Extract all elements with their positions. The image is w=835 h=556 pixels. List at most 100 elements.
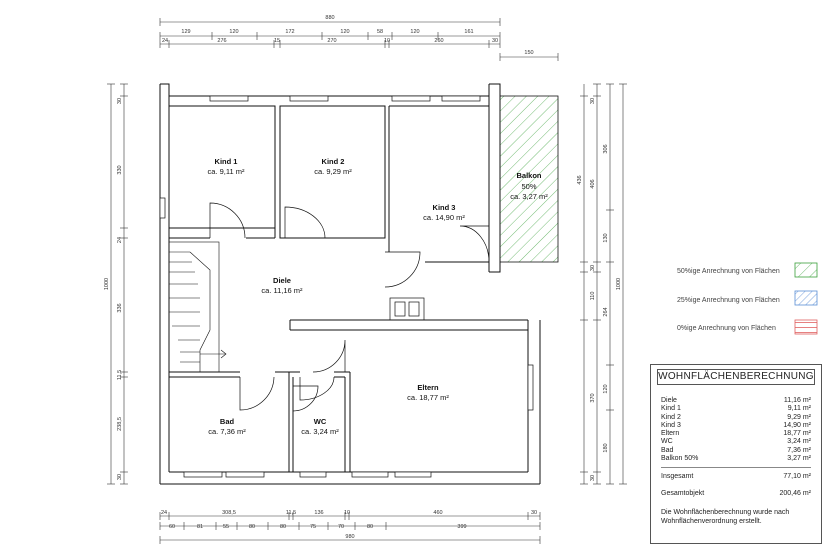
dim-bottom: 81 — [197, 524, 203, 530]
dim-right-total: 1000 — [616, 278, 622, 290]
dim-top: 15 — [274, 38, 280, 44]
total-label: Insgesamt — [661, 473, 694, 481]
legend-swatch-25 — [794, 290, 818, 306]
dim-left: 330 — [117, 165, 123, 174]
dim-right: 370 — [590, 393, 596, 402]
balkon-ratio: 50% — [521, 182, 536, 191]
dim-right: 130 — [603, 233, 609, 242]
dim-top: 24 — [162, 38, 168, 44]
room-label-kind-1: Kind 1 — [215, 157, 238, 166]
dim-bottom-total: 980 — [345, 534, 354, 540]
dim-top: 120 — [410, 29, 419, 35]
dim-bottom: 308,5 — [222, 510, 236, 516]
dim-right: 30 — [590, 475, 596, 481]
dim-bottom: 24 — [161, 510, 167, 516]
total-value: 77,10 m² — [783, 473, 811, 481]
dim-top: 161 — [464, 29, 473, 35]
balcony-area — [499, 95, 559, 263]
room-area-balkon: ca. 3,27 m² — [510, 192, 548, 201]
dim-right: 180 — [603, 443, 609, 452]
table-row: Balkon 50%3,27 m² — [661, 455, 811, 463]
table-row: WC 3,24 m² — [661, 438, 811, 446]
windows — [159, 95, 534, 478]
dim-top: 120 — [340, 29, 349, 35]
dim-bottom: 70 — [338, 524, 344, 530]
bottom-dimensions — [159, 512, 541, 544]
row-value: 3,24 m² — [787, 438, 811, 446]
row-label: Bad — [661, 446, 674, 454]
room-label-balkon: Balkon — [516, 171, 541, 180]
room-area-eltern: ca. 18,77 m² — [407, 393, 449, 402]
object-value: 200,46 m² — [779, 490, 811, 498]
dim-right: 306 — [603, 144, 609, 153]
row-label: Eltern — [661, 430, 680, 438]
legend-swatch-0 — [794, 319, 818, 335]
legend-label-25: 25%ige Anrechnung von Flächen — [677, 297, 780, 304]
staircase — [168, 241, 227, 373]
dim-left-total: 1000 — [104, 278, 110, 290]
dim-bottom: 80 — [367, 524, 373, 530]
dim-top: 172 — [285, 29, 294, 35]
dim-top: 10 — [384, 38, 390, 44]
table-divider — [661, 467, 811, 469]
dim-left: 11,5 — [117, 370, 123, 380]
object-label: Gesamtobjekt — [661, 490, 705, 498]
dim-right: 264 — [603, 307, 609, 316]
row-label: Diele — [661, 397, 677, 404]
room-label-diele: Diele — [273, 276, 291, 285]
legend-label-0: 0%ige Anrechnung von Flächen — [677, 325, 776, 332]
dim-top: 270 — [327, 38, 336, 44]
dim-right: 406 — [590, 179, 596, 188]
room-label-wc: WC — [314, 417, 327, 426]
dim-bottom: 75 — [310, 524, 316, 530]
row-label: WC — [661, 438, 673, 446]
table-note: Die Wohnflächenberechnung wurde nach Woh… — [661, 509, 790, 526]
dim-bottom: 136 — [314, 510, 323, 516]
dim-top: 30 — [492, 38, 498, 44]
row-label: Kind 3 — [661, 421, 681, 429]
dim-bottom: 10 — [344, 510, 350, 516]
dim-top: 58 — [377, 29, 383, 35]
table-title: WOHNFLÄCHENBERECHNUNG — [657, 369, 815, 385]
dim-bottom: 60 — [169, 524, 175, 530]
dim-left: 24 — [117, 237, 123, 243]
dim-left: 336 — [117, 303, 123, 312]
right-dimensions — [580, 83, 627, 485]
dim-top: 120 — [229, 29, 238, 35]
left-dimensions — [107, 83, 128, 485]
legend-swatch-50 — [794, 262, 818, 278]
dim-right: 436 — [577, 175, 583, 184]
top-dimensions — [159, 18, 559, 61]
room-area-kind-2: ca. 9,29 m² — [314, 167, 352, 176]
table-row: Bad 7,36 m² — [661, 447, 811, 455]
room-area-bad: ca. 7,36 m² — [208, 427, 246, 436]
row-value: 7,36 m² — [787, 446, 811, 454]
dim-balcony-depth: 150 — [524, 50, 533, 56]
room-label-kind-3: Kind 3 — [433, 203, 456, 212]
row-value: 18,77 m² — [783, 430, 811, 438]
row-value: 9,11 m² — [787, 405, 811, 413]
room-area-wc: ca. 3,24 m² — [301, 427, 339, 436]
room-label-kind-2: Kind 2 — [322, 157, 345, 166]
room-label-eltern: Eltern — [417, 383, 439, 392]
chimney — [389, 297, 425, 321]
object-total-row: Gesamtobjekt 200,46 m² — [661, 489, 811, 498]
room-area-diele: ca. 11,16 m² — [261, 286, 303, 295]
row-label: Balkon 50% — [661, 455, 699, 463]
room-area-kind-1: ca. 9,11 m² — [208, 167, 245, 176]
row-label: Kind 1 — [661, 405, 681, 413]
dim-left: 30 — [117, 98, 123, 104]
legend: 50%ige Anrechnung von Flächen 25%ige Anr… — [677, 262, 818, 335]
row-label: Kind 2 — [661, 413, 681, 421]
legend-label-50: 50%ige Anrechnung von Flächen — [677, 268, 780, 275]
dim-top-total: 880 — [325, 15, 334, 21]
dim-top: 129 — [181, 29, 190, 35]
dim-bottom: 55 — [223, 524, 229, 530]
dim-bottom: 80 — [280, 524, 286, 530]
total-row: Insgesamt 77,10 m² — [661, 472, 811, 481]
dim-bottom: 460 — [433, 510, 442, 516]
